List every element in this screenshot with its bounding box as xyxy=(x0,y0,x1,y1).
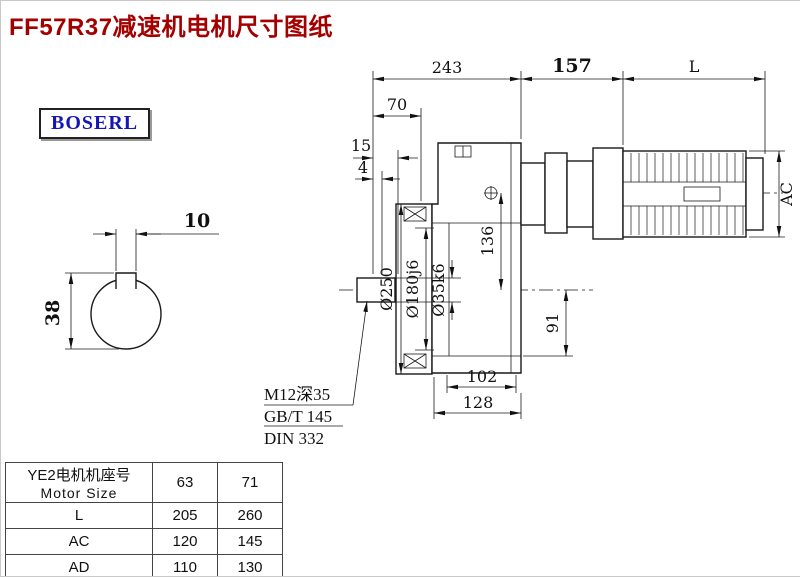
row-label-AC: AC xyxy=(6,529,153,555)
dim-128: 128 xyxy=(463,393,494,412)
row-label-L: L xyxy=(6,503,153,529)
cell-AC-71: 145 xyxy=(218,529,283,555)
gear-unit-view xyxy=(357,143,763,374)
dim-AC: AC xyxy=(777,182,796,207)
dim-91: 91 xyxy=(543,313,562,333)
adapter-ring-3 xyxy=(567,161,593,227)
note-din: DIN 332 xyxy=(264,429,324,448)
table-size-63: 63 xyxy=(153,463,218,503)
cell-L-63: 205 xyxy=(153,503,218,529)
adapter-ring-2 xyxy=(545,153,567,233)
keyway xyxy=(116,273,136,289)
gear-housing xyxy=(432,143,521,373)
dim-flange-diameter: Ø250 xyxy=(377,267,396,311)
cell-L-71: 260 xyxy=(218,503,283,529)
motor-size-table: YE2电机机座号 Motor Size 63 71 L 205 260 AC 1… xyxy=(5,462,283,577)
cell-AC-63: 120 xyxy=(153,529,218,555)
cell-AD-71: 130 xyxy=(218,555,283,577)
dim-102: 102 xyxy=(467,367,498,386)
table-size-71: 71 xyxy=(218,463,283,503)
dim-section-height: 38 xyxy=(42,300,64,326)
dim-4: 4 xyxy=(358,158,368,177)
table-row-AC: AC 120 145 xyxy=(6,529,283,555)
dim-70: 70 xyxy=(387,95,407,114)
dim-157: 157 xyxy=(552,55,592,77)
table-header-row: YE2电机机座号 Motor Size 63 71 xyxy=(6,463,283,503)
dim-136: 136 xyxy=(478,226,497,257)
cell-AD-63: 110 xyxy=(153,555,218,577)
table-row-AD: AD 110 130 xyxy=(6,555,283,577)
table-header-cn: YE2电机机座号 xyxy=(10,464,148,485)
dim-243: 243 xyxy=(432,58,463,77)
note-gbt: GB/T 145 xyxy=(264,407,332,426)
dim-15: 15 xyxy=(351,136,371,155)
dim-L: L xyxy=(689,57,700,76)
adapter-ring-1 xyxy=(521,163,545,225)
dim-shaft-diameter: Ø35k6 xyxy=(429,263,448,316)
shaft-bore-circle xyxy=(91,279,161,349)
tapped-hole-note: M12深35 GB/T 145 DIN 332 xyxy=(264,301,367,448)
motor-end-cap xyxy=(746,158,763,230)
note-tap: M12深35 xyxy=(264,385,330,404)
dim-spigot-diameter: Ø180j6 xyxy=(403,260,422,319)
table-header-en: Motor Size xyxy=(10,485,148,501)
shaft-section-view: 10 38 xyxy=(42,210,219,349)
row-label-AD: AD xyxy=(6,555,153,577)
table-row-L: L 205 260 xyxy=(6,503,283,529)
motor-flange xyxy=(593,148,623,239)
table-header-motor-size: YE2电机机座号 Motor Size xyxy=(6,463,153,503)
dim-key-width: 10 xyxy=(184,210,210,232)
